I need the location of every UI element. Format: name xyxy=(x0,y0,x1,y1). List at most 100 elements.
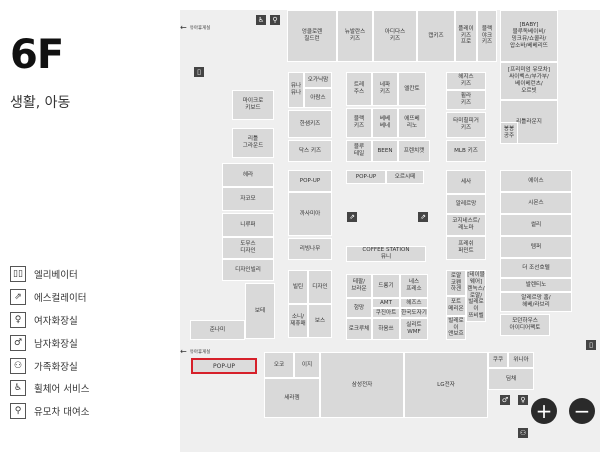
store[interactable]: 리틀 그라운드 xyxy=(232,128,274,158)
store[interactable]: 위니아 xyxy=(508,352,534,368)
note-label: 유아휴게실 xyxy=(189,349,211,355)
store[interactable]: 뉴발란스 키즈 xyxy=(337,10,373,62)
store[interactable]: 세라젬 xyxy=(264,378,320,418)
store[interactable]: 블랙 야크 키즈 xyxy=(477,10,497,62)
store[interactable]: 삼성전자 xyxy=(320,352,404,418)
store[interactable]: 까사미아 xyxy=(288,192,332,236)
store[interactable]: 로얄 코펜 하겐 xyxy=(446,270,466,296)
arrow-left-icon: ← xyxy=(180,347,187,356)
store[interactable]: 타미힐피거 키즈 xyxy=(446,112,486,138)
legend-label: 남자화장실 xyxy=(34,338,78,350)
store[interactable]: 헤지스 키즈 xyxy=(446,72,486,90)
store[interactable]: 플레이 키즈 프로 xyxy=(455,10,477,62)
store[interactable]: 쿠진아트 xyxy=(372,308,400,318)
store[interactable]: 보테 xyxy=(245,283,275,339)
store[interactable]: 준나미 xyxy=(190,320,245,340)
store[interactable]: POP-UP xyxy=(346,170,386,184)
store[interactable]: 트레 주스 xyxy=(346,72,372,106)
bottom-nursing-room-note: ← 유아휴게실 xyxy=(180,347,210,356)
store[interactable]: [BABY] 블루독베이비/ 밍크뮤/쇼콜라/ 압소바/베베리뜨 xyxy=(500,10,558,62)
store[interactable]: 드롱기 xyxy=(372,274,400,298)
store[interactable]: 발렌티노 xyxy=(500,278,572,292)
store[interactable]: 한국도자기 xyxy=(400,308,428,318)
store[interactable]: 실리트 WMF xyxy=(400,318,428,340)
escalator-icon: ⇗ xyxy=(418,212,428,222)
store[interactable]: 엘칸토 xyxy=(398,72,426,106)
top-nursing-room-note: ← 유아휴게실 xyxy=(180,23,210,32)
store[interactable]: 휠라 키즈 xyxy=(446,90,486,110)
store[interactable]: 봉봉 공주 xyxy=(500,122,518,144)
store[interactable]: 하움쓰 xyxy=(372,318,400,340)
mens-restroom-icon: ♂ xyxy=(500,395,510,405)
store[interactable]: 헤즈스 xyxy=(400,298,428,308)
store[interactable]: 소니/ 제휴매 xyxy=(288,304,308,338)
store[interactable]: 블랙 키즈 xyxy=(346,108,372,138)
store[interactable]: 캡키즈 xyxy=(417,10,455,62)
store[interactable]: 디자인빌리 xyxy=(222,259,274,281)
zoom-in-button[interactable]: + xyxy=(531,398,557,424)
elevator-icon: ▯ xyxy=(586,340,596,350)
store[interactable]: 이지 xyxy=(294,352,320,378)
store[interactable]: POP-UP xyxy=(288,170,332,192)
womens-restroom-icon: ♀ xyxy=(10,311,26,328)
zoom-out-button[interactable]: − xyxy=(569,398,595,424)
store[interactable]: AMT xyxy=(372,298,400,308)
store[interactable]: 뮤나 뮤나 xyxy=(288,72,304,108)
legend-label: 휠체어 서비스 xyxy=(34,384,90,396)
store[interactable]: 오가닉맘 xyxy=(304,72,332,88)
store[interactable]: 자코모 xyxy=(222,187,274,211)
stroller-icon: ⚲ xyxy=(270,15,280,25)
store[interactable]: 에뜨베 리노 xyxy=(398,108,426,138)
store[interactable]: [테이블 웨어] 렌녹스/ 로얄/ 빌레로이 쯔비벨 xyxy=(466,270,486,322)
store[interactable]: 네스 프레소 xyxy=(400,274,428,298)
store[interactable]: 한샘키즈 xyxy=(288,110,332,138)
store[interactable]: 세사 xyxy=(446,170,486,194)
store[interactable]: 디자인 xyxy=(308,270,332,304)
store[interactable]: 도무스 디자인 xyxy=(222,237,274,259)
store[interactable]: BEEN xyxy=(372,140,398,162)
store[interactable]: 엉클로렌 칠드런 xyxy=(287,10,337,62)
store[interactable]: LG전자 xyxy=(404,352,488,418)
store[interactable]: 네파 키즈 xyxy=(372,72,398,106)
legend-label: 여자화장실 xyxy=(34,315,78,327)
store[interactable]: 베베 베네 xyxy=(372,108,398,138)
store[interactable]: 프렌치캣 xyxy=(398,140,430,162)
store[interactable]: COFFEE STATION 뮤니 xyxy=(346,246,426,262)
store[interactable]: 썰리 xyxy=(500,214,572,236)
store[interactable]: 딤채 xyxy=(488,368,534,390)
store[interactable]: 쿠쿠 xyxy=(488,352,508,368)
store[interactable]: 리빙나무 xyxy=(288,238,332,260)
store[interactable]: [프리미엄 유모차] 싸이벡스/부가부/ 베이베런츠/ 오르빗 xyxy=(500,62,558,100)
store[interactable]: 알레르망 xyxy=(446,194,486,214)
store[interactable]: 보스 xyxy=(308,304,332,338)
store[interactable]: 포트 메리온 xyxy=(446,296,466,316)
store[interactable]: 마이크로 키보드 xyxy=(232,90,274,120)
store[interactable]: 코지네스트/ 레노마 xyxy=(446,214,486,236)
store[interactable]: 헝망 xyxy=(346,298,372,318)
store[interactable]: 프레쉬 퍼민트 xyxy=(446,236,486,260)
store[interactable]: 아람스 xyxy=(304,88,332,108)
store[interactable]: 닥스 키즈 xyxy=(288,140,332,162)
legend-womens-restroom: ♀ 여자화장실 xyxy=(10,309,160,331)
store[interactable]: 빌레로이 앤보흐 xyxy=(446,316,466,340)
highlighted-popup-store[interactable]: POP-UP xyxy=(191,358,257,374)
store[interactable]: 니루퍼 xyxy=(222,213,274,237)
store[interactable]: 아디다스 키즈 xyxy=(373,10,417,62)
store[interactable]: 더 조선호텔 xyxy=(500,258,572,278)
store[interactable]: 빌틴 xyxy=(288,270,308,304)
escalator-icon: ⇗ xyxy=(10,288,26,305)
store[interactable]: 모던하우스 아이디어팩토 xyxy=(500,314,550,336)
store[interactable]: 오코 xyxy=(264,352,294,378)
legend-escalator: ⇗ 에스컬레이터 xyxy=(10,286,160,308)
store[interactable]: 테팔/ 브라운 xyxy=(346,274,372,298)
store[interactable]: 템퍼 xyxy=(500,236,572,258)
store[interactable]: 알레르망 홈/ 헤베/라브리 xyxy=(500,292,572,312)
store[interactable]: 헤라 xyxy=(222,163,274,187)
store[interactable]: 오르시떼 xyxy=(386,170,424,184)
store[interactable]: 시몬스 xyxy=(500,192,572,214)
store[interactable]: 로크루체 xyxy=(346,318,372,340)
store[interactable]: MLB 키즈 xyxy=(446,140,486,162)
store[interactable]: 에이스 xyxy=(500,170,572,192)
store[interactable]: 블루 테일 xyxy=(346,140,372,162)
